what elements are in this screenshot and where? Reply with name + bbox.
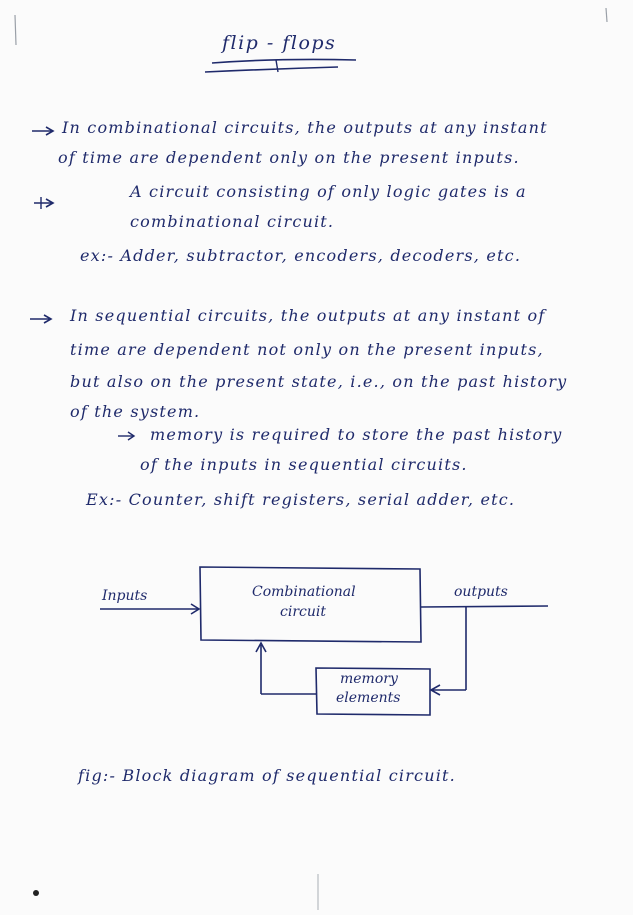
combinational-label-1: Combinational <box>252 584 356 600</box>
title-underline-1 <box>211 58 357 64</box>
bullet-arrow-1 <box>32 126 55 136</box>
title-underline-2 <box>204 66 339 73</box>
combinational-label-2b: circuit <box>280 604 326 620</box>
title-tick <box>275 59 279 73</box>
para1-line3: A circuit consisting of only logic gates… <box>130 182 527 201</box>
figure-caption: fig:- Block diagram of sequential circui… <box>78 766 456 785</box>
bullet-arrow-4 <box>118 431 136 441</box>
outputs-label: outputs <box>454 584 508 600</box>
para2-note2: of the inputs in sequential circuits. <box>140 455 468 474</box>
bullet-arrow-2 <box>34 197 55 209</box>
output-line <box>420 605 549 608</box>
ink-dot <box>33 890 39 896</box>
para2-note1: memory is required to store the past his… <box>150 425 563 444</box>
margin-mark-top <box>14 14 17 46</box>
memory-block <box>315 667 431 716</box>
para1-line1: In combinational circuits, the outputs a… <box>62 118 548 137</box>
inputs-label: Inputs <box>102 588 148 604</box>
para2-line1: In sequential circuits, the outputs at a… <box>70 306 546 325</box>
para2-line2: time are dependent not only on the prese… <box>70 340 544 359</box>
para2-example: Ex:- Counter, shift registers, serial ad… <box>86 490 516 509</box>
margin-mark-corner <box>605 7 608 23</box>
para1-line2: of time are dependent only on the presen… <box>58 148 520 167</box>
bullet-arrow-3 <box>30 314 53 324</box>
page-title: flip - flops <box>222 32 337 54</box>
block-diagram <box>100 566 549 716</box>
memory-label-2: elements <box>336 690 401 706</box>
para2-line3: but also on the present state, i.e., on … <box>70 372 568 391</box>
para2-line4: of the system. <box>70 402 201 421</box>
memory-label-1: memory <box>340 671 398 687</box>
combinational-block <box>199 566 422 643</box>
para1-line4: combinational circuit. <box>130 212 335 231</box>
para1-example: ex:- Adder, subtractor, encoders, decode… <box>80 246 522 265</box>
